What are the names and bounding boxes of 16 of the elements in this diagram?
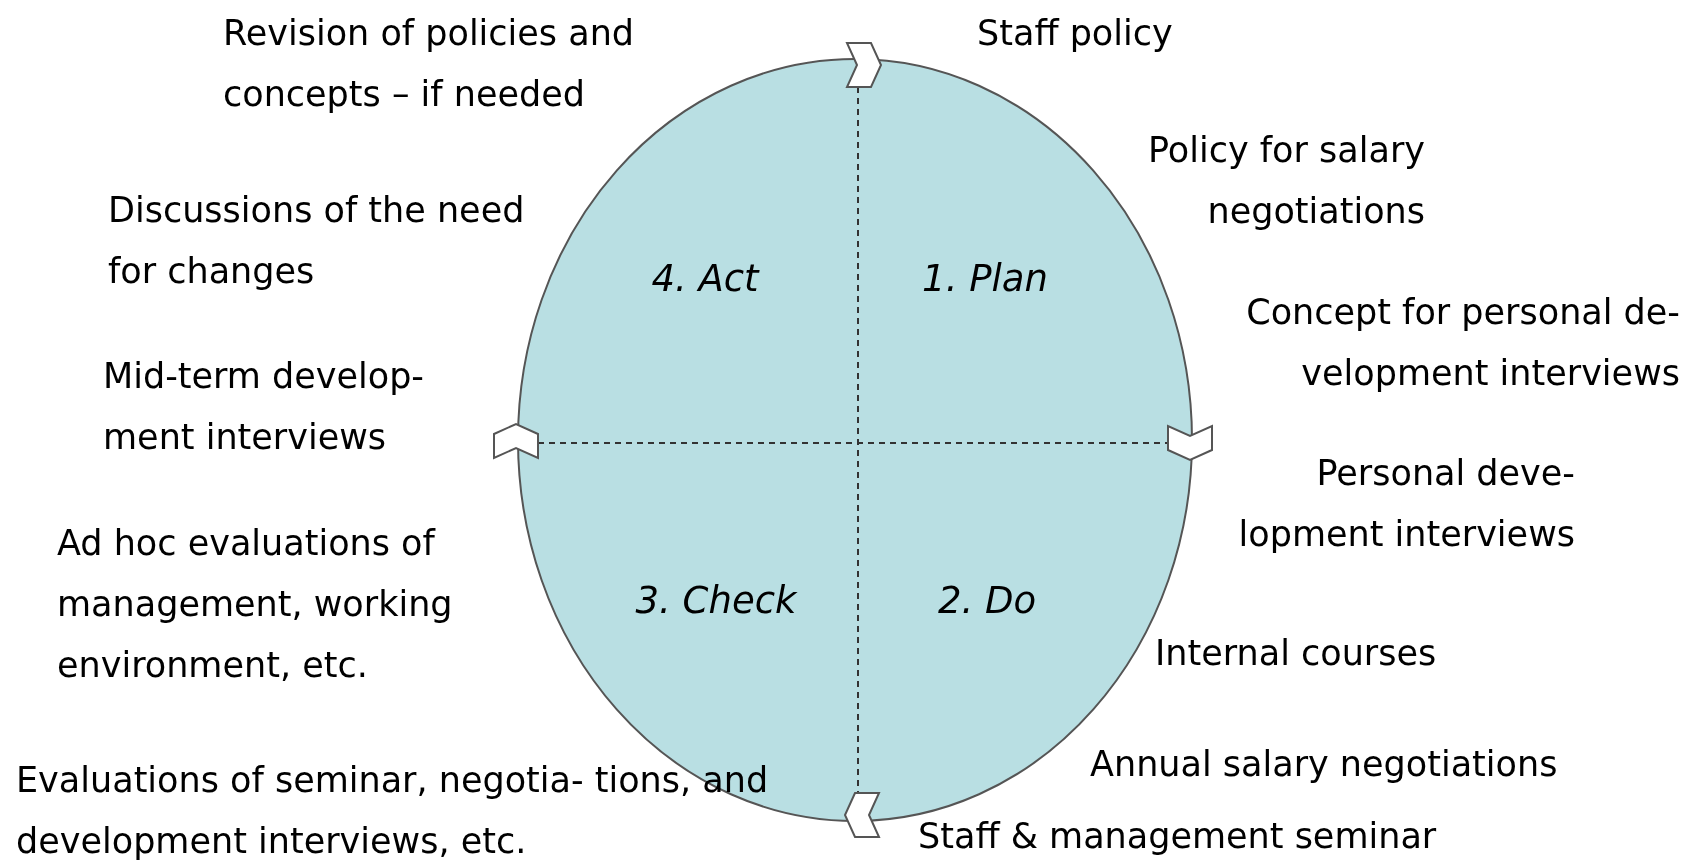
activity-text: Personal deve- lopment interviews xyxy=(1237,452,1575,556)
activity-text: Ad hoc evaluations of management, working environment, etc. xyxy=(57,522,454,687)
activity-text: Staff & management seminar xyxy=(918,815,1438,858)
activity-text: Internal courses xyxy=(1155,632,1438,675)
activity-text: Revision of policies and concepts – if needed xyxy=(223,12,636,116)
activity-text: Evaluations of seminar, negotia- tions, and development interviews, etc. xyxy=(16,759,770,863)
phase-label: 3. Check xyxy=(635,578,797,622)
activity-text: Policy for salary negotiations xyxy=(1147,129,1425,233)
phase-label: 2. Do xyxy=(937,578,1037,622)
activity-text: Annual salary negotiations xyxy=(1090,743,1559,786)
phase-label: 4. Act xyxy=(651,256,759,300)
activity-text: Concept for personal de- velopment interviews xyxy=(1245,291,1680,395)
activity-text: Mid-term develop- ment interviews xyxy=(103,355,425,459)
phase-label: 1. Plan xyxy=(922,256,1048,300)
activity-text: Staff policy xyxy=(977,12,1174,55)
activity-text: Discussions of the need for changes xyxy=(108,189,526,293)
